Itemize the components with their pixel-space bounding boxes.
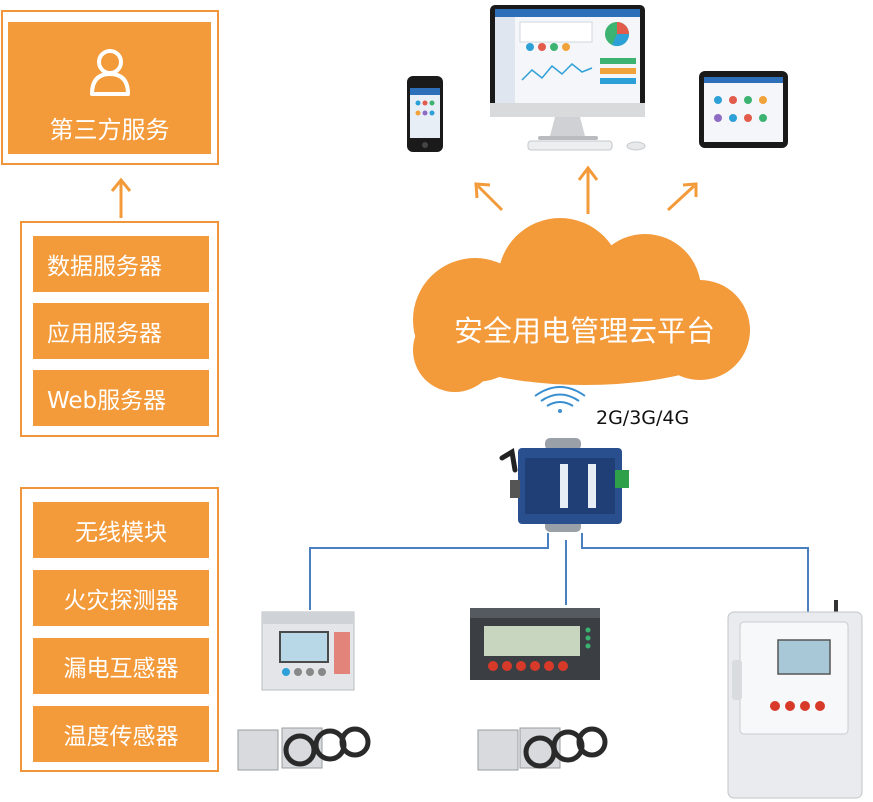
network-label: 2G/3G/4G (596, 407, 690, 429)
data-server-box: 数据服务器 (33, 236, 209, 292)
devices-frame (20, 487, 219, 772)
cloud-shape (413, 218, 750, 392)
arrow-to-tablet (666, 182, 698, 212)
temperature-sensor-box: 温度传感器 (33, 706, 209, 762)
cloud-platform-label: 安全用电管理云平台 (453, 314, 715, 348)
app-server-box: 应用服务器 (33, 303, 209, 359)
servers-frame (20, 221, 219, 437)
web-server-box: Web服务器 (33, 370, 209, 426)
smartphone-image (407, 76, 443, 152)
wifi-signal-icon (534, 386, 586, 413)
electrical-protector-image (727, 600, 863, 799)
arrow-to-monitor (577, 165, 599, 214)
bus-wiring (309, 533, 809, 612)
wireless-module-box: 无线模块 (33, 502, 209, 558)
user-icon (90, 49, 130, 96)
third-party-box: 第三方服务 (8, 22, 211, 154)
current-transformers-left-image (237, 726, 371, 771)
desktop-monitor-image (490, 5, 646, 151)
tablet-image (699, 71, 788, 148)
third-party-label: 第三方服务 (49, 116, 170, 144)
current-transformers-center-image (477, 726, 608, 771)
arrow-to-phone (474, 182, 504, 212)
up-arrow-left (110, 177, 132, 218)
leakage-transformer-box: 漏电互感器 (33, 638, 209, 694)
third-party-frame (1, 10, 219, 165)
fire-detector-box: 火灾探测器 (33, 570, 209, 626)
electrical-meter-left-image (261, 611, 355, 691)
gateway-module-image (499, 438, 629, 532)
fire-detector-image (470, 608, 600, 680)
